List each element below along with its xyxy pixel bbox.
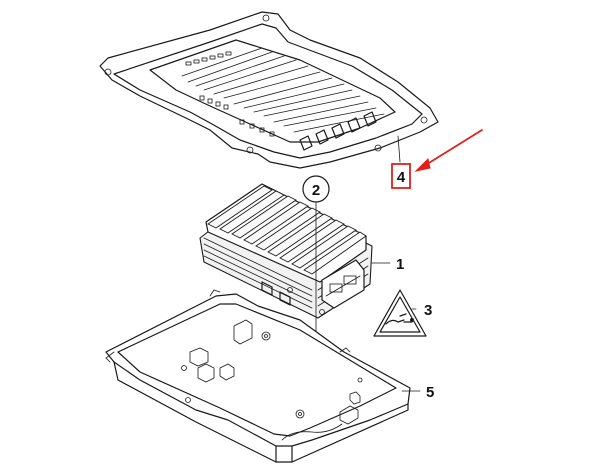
callout-2-label: 2 (312, 182, 320, 199)
callout-4: 4 (391, 163, 411, 189)
callout-2: 2 (302, 175, 330, 203)
cover-plate (99, 11, 439, 169)
tray (105, 289, 411, 463)
red-arrow-icon (414, 129, 483, 172)
cover-leader-line (397, 135, 401, 163)
warning-triangle-icon (373, 289, 427, 337)
callout-4-highlight-box (391, 163, 411, 189)
callout-4-label: 4 (397, 169, 406, 186)
callout-5-label: 5 (426, 384, 434, 401)
callout-1-label: 1 (396, 256, 404, 273)
callout-leaders (371, 262, 421, 392)
amplifier-unit (199, 183, 373, 319)
callout-3-label: 3 (424, 302, 432, 319)
